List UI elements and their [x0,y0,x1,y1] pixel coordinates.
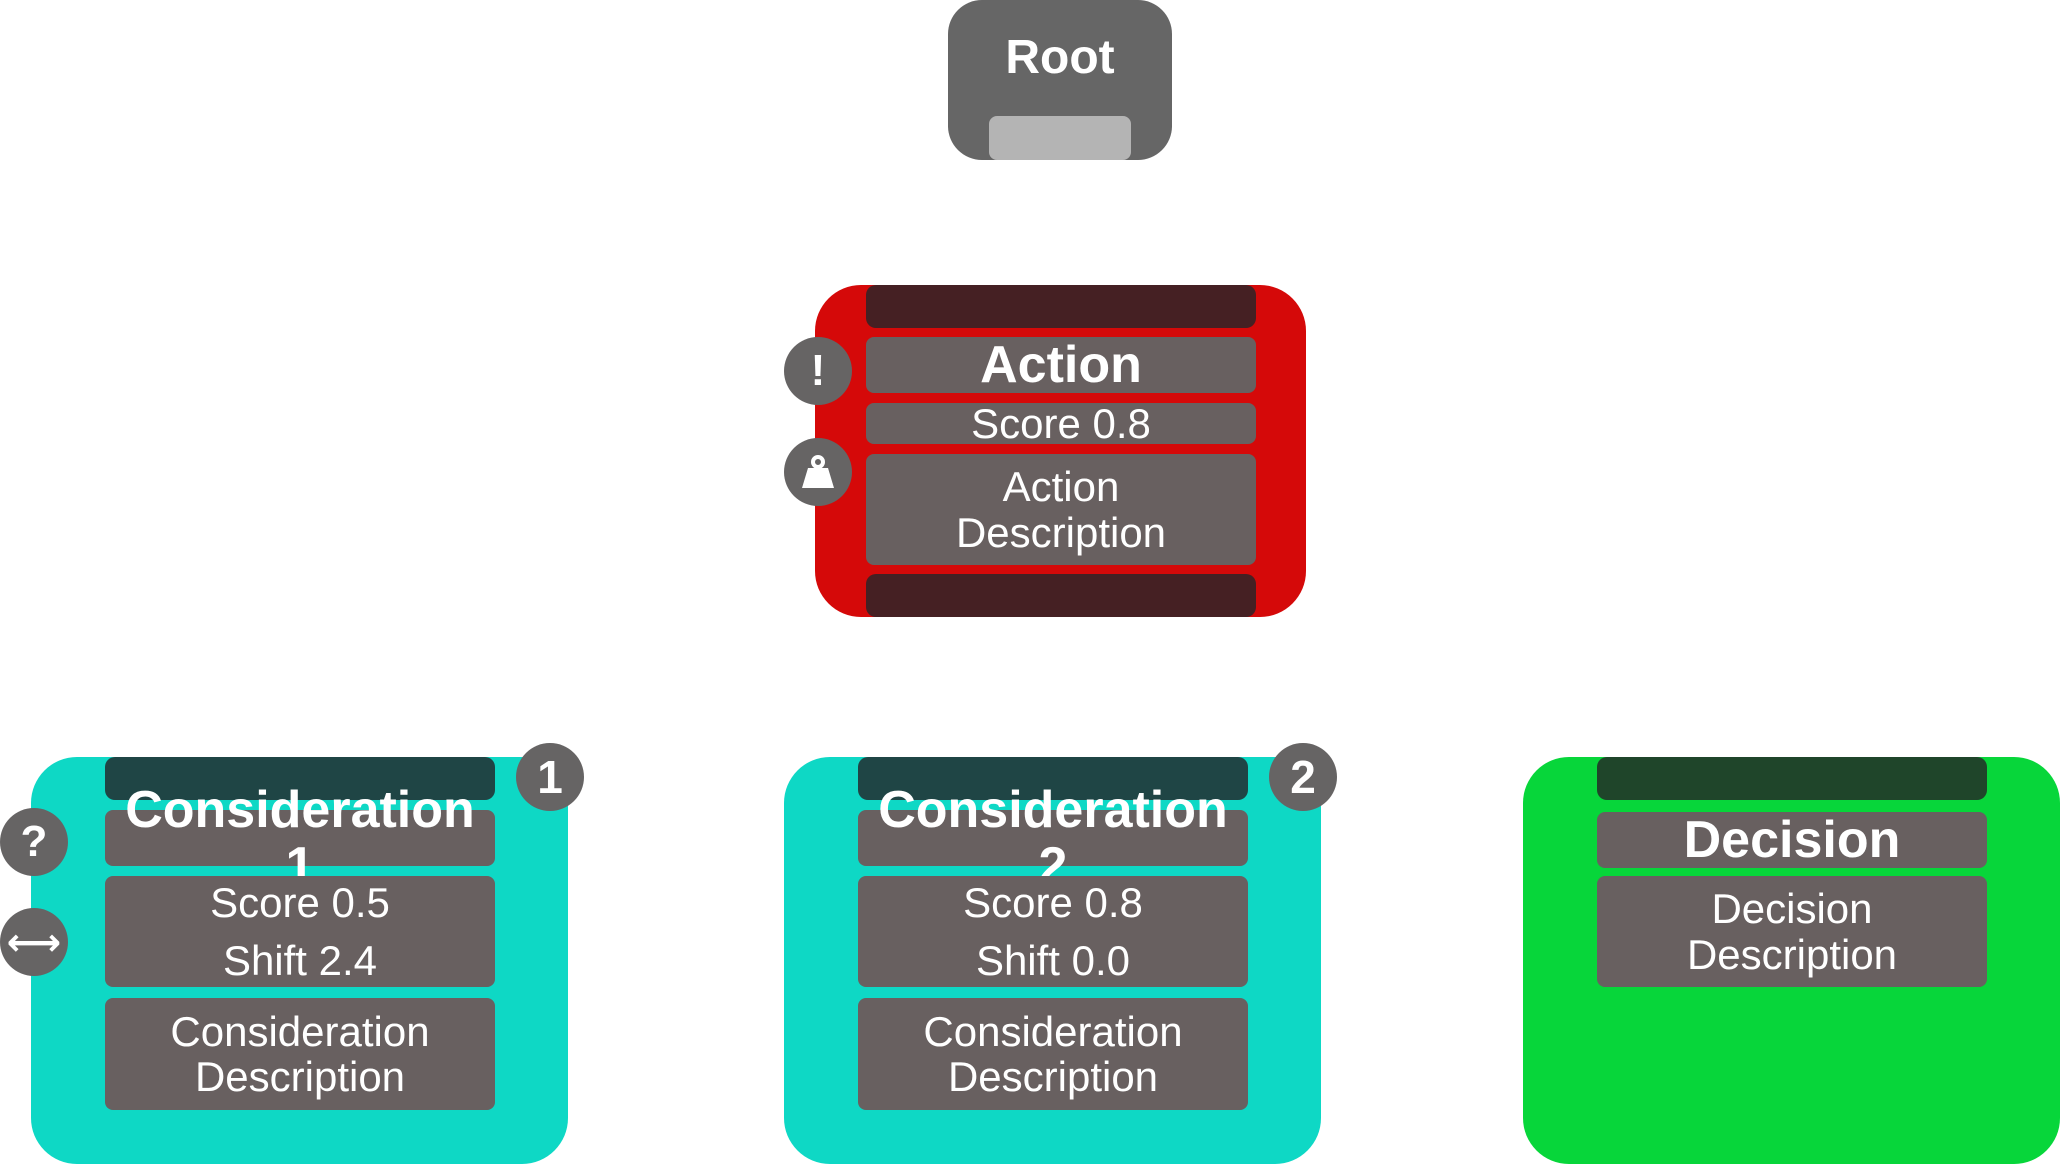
root-label: Root [1005,31,1115,84]
consideration-1-order-badge: 1 [516,743,584,811]
exclamation-icon[interactable]: ! [784,337,852,405]
action-top-connector[interactable] [866,285,1256,328]
decision-description-panel: Decision Description [1597,876,1987,987]
consideration-2-description-panel: Consideration Description [858,998,1248,1110]
weight-icon-shape [802,455,834,488]
consideration-1-title-panel: Consideration 1 [105,782,495,894]
consideration-2-top-connector[interactable] [858,757,1248,800]
root-connector-handle[interactable] [989,116,1131,160]
action-title: Action [980,335,1142,394]
action-title-panel: Action [866,337,1256,393]
decision-title-panel: Decision [1597,812,1987,868]
consideration-2-order-badge: 2 [1269,743,1337,811]
action-bottom-connector[interactable] [866,574,1256,617]
root-node[interactable]: Root [948,0,1172,160]
question-icon[interactable]: ? [0,808,68,876]
consideration-1-description-panel: Consideration Description [105,998,495,1110]
consideration-2-node[interactable]: Consideration 2 Score 0.8 Shift 0.0 Cons… [784,757,1321,1164]
consideration-1-score: Score 0.5 [210,879,390,927]
consideration-1-top-connector[interactable] [105,757,495,800]
action-node[interactable]: Action Score 0.8 Action Description [815,285,1306,617]
action-description-line-2: Description [955,508,1167,556]
consideration-1-description-line-1: Consideration [170,1007,430,1055]
consideration-2-shift: Shift 0.0 [975,936,1131,984]
consideration-2-score: Score 0.8 [963,879,1143,927]
decision-description-line-1: Decision [1711,885,1873,933]
decision-node[interactable]: Decision Decision Description [1523,757,2060,1164]
consideration-1-node[interactable]: Consideration 1 Score 0.5 Shift 2.4 Cons… [31,757,568,1164]
consideration-2-title-panel: Consideration 2 [858,782,1248,894]
action-description-line-1: Action [1002,463,1120,511]
consideration-2-score-panel: Score 0.8 Shift 0.0 [858,876,1248,987]
consideration-2-description-line-1: Consideration [923,1007,1183,1055]
consideration-1-title: Consideration 1 [125,780,475,895]
action-description-panel: Action Description [866,454,1256,565]
consideration-1-shift: Shift 2.4 [222,936,378,984]
decision-title: Decision [1683,810,1901,869]
consideration-2-title: Consideration 2 [878,780,1228,895]
consideration-1-score-panel: Score 0.5 Shift 2.4 [105,876,495,987]
action-score: Score 0.8 [971,399,1151,447]
consideration-2-description-line-2: Description [947,1053,1159,1100]
consideration-1-description-line-2: Description [194,1053,406,1100]
horizontal-arrows-icon[interactable]: ⟷ [0,908,68,976]
action-score-panel: Score 0.8 [866,399,1256,447]
decision-description-line-2: Description [1686,930,1898,978]
weight-icon[interactable] [784,438,852,506]
decision-top-connector[interactable] [1597,757,1987,800]
